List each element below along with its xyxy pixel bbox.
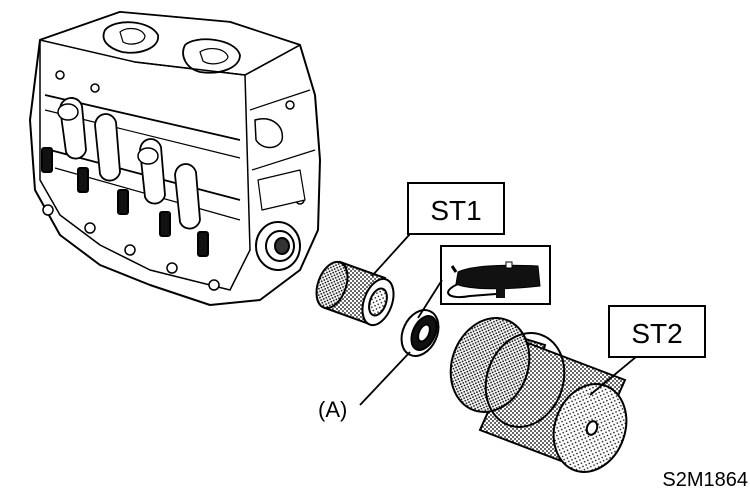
callout-st1-label: ST1 [430, 195, 481, 226]
figure-id: S2M1864 [662, 469, 748, 491]
guide-tool-st2 [449, 317, 628, 473]
callout-st1: ST1 [407, 182, 505, 235]
callout-st2: ST2 [608, 305, 706, 358]
callout-st2-label: ST2 [631, 318, 682, 349]
valve-stem-seal [400, 309, 440, 357]
installer-tool-st1 [315, 260, 395, 327]
cylinder-head-illustration [29, 11, 321, 306]
leader-lines [359, 233, 637, 406]
callout-a-label: (A) [318, 397, 347, 422]
oil-can-icon [440, 245, 551, 305]
